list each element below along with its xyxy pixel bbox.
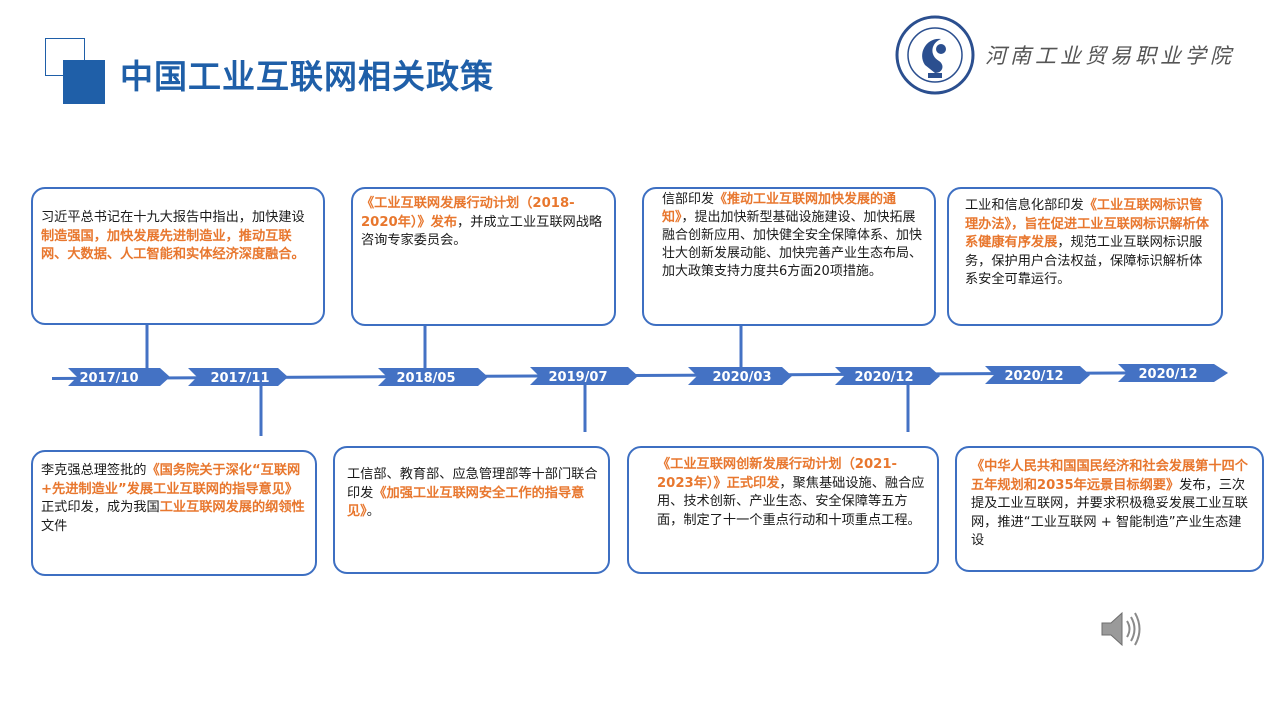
school-name: 河南工业贸易职业学院 — [985, 44, 1235, 68]
date-label-2: 2017/11 — [210, 371, 269, 386]
body-text: 发布，三次提及工业互联网，并要求积极稳妥发展工业互联网，推进“工业互联网 + 智… — [971, 477, 1248, 549]
event-card-2020-12-top: 工业和信息化部印发《工业互联网标识管理办法》，旨在促进工业互联网标识解析体系健康… — [947, 187, 1223, 326]
highlight-text: 《加强工业互联网安全工作的指导意见》 — [347, 485, 585, 520]
date-chevron-4: 2019/07 — [530, 367, 638, 385]
highlight-text: 工业互联网发展的纲领性 — [159, 500, 305, 515]
event-card-2020-03: 信部印发《推动工业互联网加快发展的通知》，提出加快新型基础设施建设、加快拓展融合… — [642, 187, 936, 326]
highlight-text: 制造强国，加快发展先进制造业，推动互联网、大数据、人工智能和实体经济深度融合。 — [41, 228, 305, 263]
date-chevron-3: 2018/05 — [378, 368, 488, 386]
date-label-8: 2020/12 — [1138, 367, 1197, 382]
date-label-4: 2019/07 — [548, 370, 607, 385]
body-text: 信部印发 — [662, 192, 715, 207]
timeline-axis-arrow — [52, 371, 1228, 380]
body-text: 习近平总书记在十九大报告中指出，加快建设 — [41, 210, 305, 225]
highlight-text: 《中华人民共和国国民经济和社会发展第十四个五年规划和2035年远景目标纲要》 — [971, 459, 1248, 493]
event-card-2017-11: 李克强总理签批的《国务院关于深化“互联网+先进制造业”发展工业互联网的指导意见》… — [31, 450, 317, 576]
body-text: 文件 — [41, 518, 68, 534]
title-decoration-block — [63, 60, 105, 104]
body-text: 李克强总理签批的 — [41, 463, 147, 478]
highlight-text: 《工业互联网发展行动计划（2018-2020年）》发布 — [361, 196, 575, 230]
event-card-2020-12-mid: 《工业互联网创新发展行动计划（2021-2023年）》正式印发，聚焦基础设施、融… — [627, 446, 939, 574]
date-chevron-6: 2020/12 — [835, 367, 940, 385]
body-text: ，规范工业互联网标识服务，保护用户合法权益，保障标识解析体系安全可靠运行。 — [965, 235, 1203, 287]
body-text: ，聚焦基础设施、融合应用、技术创新、产业生态、安全保障等五方面，制定了十一个重点… — [657, 475, 925, 528]
event-card-2020-12-bottom: 《中华人民共和国国民经济和社会发展第十四个五年规划和2035年远景目标纲要》发布… — [955, 446, 1264, 572]
date-chevron-1: 2017/10 — [68, 368, 170, 386]
date-label-6: 2020/12 — [854, 370, 913, 385]
body-text: ，提出加快新型基础设施建设、加快拓展融合创新应用、加快健全安全保障体系、加快壮大… — [662, 210, 923, 279]
page-title: 中国工业互联网相关政策 — [120, 57, 494, 96]
highlight-text: 《国务院关于深化“互联网+先进制造业”发展工业互联网的指导意见》 — [41, 463, 301, 497]
body-text: ，并成立工业互联网战略咨询专家委员会。 — [361, 214, 603, 249]
event-card-2017-10: 习近平总书记在十九大报告中指出，加快建设制造强国，加快发展先进制造业，推动互联网… — [31, 187, 325, 325]
body-text: 正式印发，成为我国 — [41, 500, 160, 515]
date-chevron-7: 2020/12 — [985, 366, 1090, 384]
date-label-5: 2020/03 — [712, 370, 771, 385]
body-text: 。 — [366, 504, 380, 519]
highlight-text: 《工业互联网标识管理办法》，旨在促进工业互联网标识解析体系健康有序发展 — [965, 198, 1209, 250]
speaker-icon[interactable] — [1098, 606, 1144, 652]
event-card-2019-07: 工信部、教育部、应急管理部等十部门联合印发《加强工业互联网安全工作的指导意见》。 — [333, 446, 610, 574]
highlight-text: 《推动工业互联网加快发展的通知》 — [662, 192, 897, 225]
highlight-text: 《工业互联网创新发展行动计划（2021-2023年）》正式印发 — [657, 457, 897, 491]
date-label-7: 2020/12 — [1004, 369, 1063, 384]
date-label-1: 2017/10 — [79, 371, 138, 386]
date-chevron-8: 2020/12 — [1118, 364, 1228, 382]
body-text: 工信部、教育部、应急管理部等十部门联合印发 — [347, 467, 598, 501]
date-chevron-2: 2017/11 — [188, 368, 288, 386]
date-chevron-5: 2020/03 — [688, 367, 792, 385]
body-text: 工业和信息化部印发 — [965, 198, 1084, 213]
event-card-2018-05: 《工业互联网发展行动计划（2018-2020年）》发布，并成立工业互联网战略咨询… — [351, 187, 616, 326]
school-seal-icon — [895, 15, 975, 95]
date-label-3: 2018/05 — [396, 371, 455, 386]
